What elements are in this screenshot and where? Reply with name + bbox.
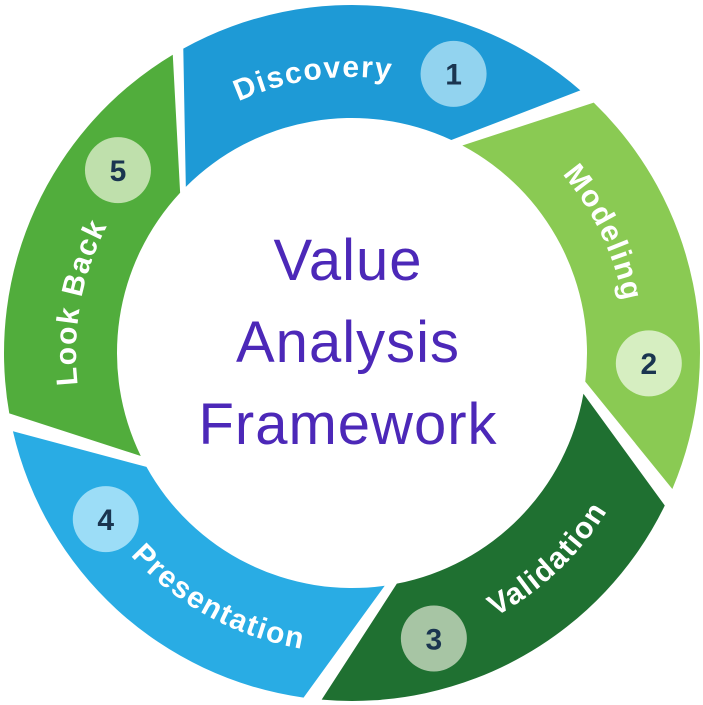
step-badge-circle-3 (400, 605, 467, 672)
diagram-title-line-3: Framework (198, 392, 497, 457)
step-badge-number-2: 2 (640, 348, 657, 381)
step-badge-number-5: 5 (110, 155, 127, 188)
step-badge-number-1: 1 (445, 59, 462, 92)
step-badge-circle-2 (615, 330, 682, 397)
segment-discovery (183, 4, 581, 187)
step-badge-circle-4 (72, 486, 139, 553)
step-badge-number-3: 3 (426, 623, 443, 656)
step-badge-number-4: 4 (97, 504, 114, 537)
diagram-title-line-2: Analysis (236, 310, 460, 375)
segment-presentation (12, 431, 385, 698)
step-badge-circle-5 (84, 137, 151, 204)
diagram-title-line-1: Value (273, 228, 422, 293)
step-badge-circle-1 (420, 40, 487, 107)
